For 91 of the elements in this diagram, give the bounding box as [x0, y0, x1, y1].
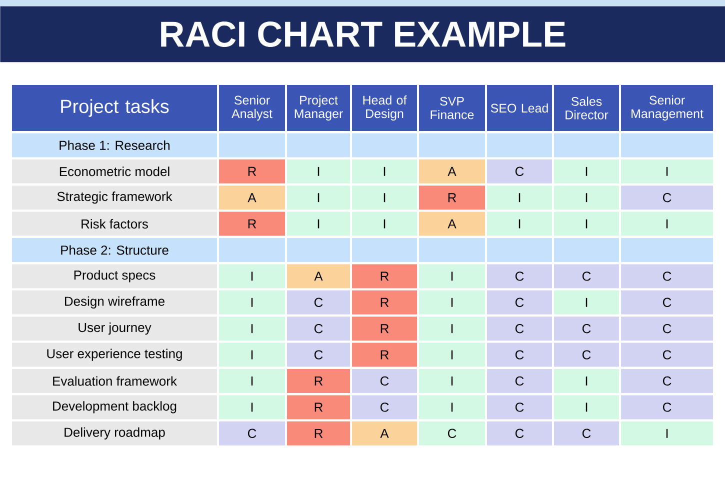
raci-cell: I: [621, 212, 713, 236]
raci-cell: R: [419, 186, 485, 210]
raci-cell: I: [219, 316, 285, 341]
raci-cell: C: [487, 369, 552, 393]
raci-cell: C: [487, 290, 552, 314]
task-cell: Econometric model: [12, 159, 217, 184]
raci-cell: I: [554, 369, 619, 393]
header-cell: Head of Design: [352, 85, 417, 131]
raci-cell: I: [219, 395, 285, 420]
task-cell: Evaluation framework: [12, 369, 217, 393]
raci-cell: C: [487, 264, 552, 288]
raci-cell: C: [487, 421, 552, 446]
raci-cell: R: [352, 342, 417, 367]
raci-cell: C: [554, 316, 619, 341]
raci-cell: C: [487, 316, 552, 341]
raci-cell: C: [621, 316, 713, 341]
raci-cell: R: [352, 264, 417, 288]
raci-cell: C: [287, 316, 350, 341]
raci-cell: C: [352, 369, 417, 393]
raci-cell: I: [621, 159, 713, 184]
raci-cell: I: [419, 264, 485, 288]
raci-cell: I: [554, 159, 619, 184]
task-cell: Development backlog: [12, 395, 217, 420]
raci-cell: R: [219, 159, 285, 184]
task-cell: User journey: [12, 316, 217, 341]
raci-cell: I: [219, 290, 285, 314]
header-cell: Senior Management: [621, 85, 713, 131]
raci-cell: I: [287, 186, 350, 210]
phase-cell: Phase 1: Research: [12, 133, 217, 158]
header-cell: Senior Analyst: [219, 85, 285, 131]
raci-cell: I: [219, 369, 285, 393]
header-cell: SVP Finance: [419, 85, 485, 131]
raci-cell: I: [554, 212, 619, 236]
raci-cell: C: [219, 421, 285, 446]
raci-cell: A: [287, 264, 350, 288]
raci-cell: R: [287, 395, 350, 420]
raci-cell: C: [621, 342, 713, 367]
raci-cell: I: [419, 290, 485, 314]
raci-cell: I: [287, 212, 350, 236]
raci-cell: C: [621, 395, 713, 420]
raci-cell: I: [352, 159, 417, 184]
raci-cell: C: [487, 395, 552, 420]
raci-cell: C: [554, 421, 619, 446]
raci-cell: C: [287, 290, 350, 314]
raci-cell: I: [554, 395, 619, 420]
raci-cell: C: [352, 395, 417, 420]
raci-cell: I: [621, 421, 713, 446]
raci-cell: C: [621, 186, 713, 210]
raci-cell: I: [419, 369, 485, 393]
raci-cell: A: [219, 186, 285, 210]
header-cell: Project tasks: [12, 85, 217, 131]
header-cell: Sales Director: [554, 85, 619, 131]
raci-cell: C: [487, 159, 552, 184]
task-cell: Strategic framework: [12, 186, 217, 210]
raci-cell: C: [554, 264, 619, 288]
raci-cell: I: [287, 159, 350, 184]
raci-cell: R: [287, 421, 350, 446]
header-cell: SEO Lead: [487, 85, 552, 131]
raci-cell: R: [287, 369, 350, 393]
phase-cell: Phase 2: Structure: [12, 238, 217, 262]
raci-cell: I: [419, 342, 485, 367]
task-cell: Delivery roadmap: [12, 421, 217, 446]
raci-cell: I: [219, 264, 285, 288]
raci-cell: C: [487, 342, 552, 367]
raci-cell: R: [352, 316, 417, 341]
raci-cell: R: [219, 212, 285, 236]
raci-cell: I: [419, 395, 485, 420]
raci-cell: I: [352, 212, 417, 236]
raci-cell: A: [419, 159, 485, 184]
raci-cell: C: [554, 342, 619, 367]
raci-cell: R: [352, 290, 417, 314]
raci-cell: I: [219, 342, 285, 367]
title-banner: RACI CHART EXAMPLE: [0, 6, 725, 62]
task-cell: User experience testing: [12, 342, 217, 367]
raci-cell: C: [287, 342, 350, 367]
raci-cell: C: [621, 290, 713, 314]
raci-cell: C: [419, 421, 485, 446]
raci-cell: C: [621, 369, 713, 393]
raci-cell: I: [352, 186, 417, 210]
task-cell: Risk factors: [12, 212, 217, 236]
raci-cell: I: [487, 186, 552, 210]
raci-cell: I: [554, 186, 619, 210]
raci-cell: I: [419, 316, 485, 341]
task-cell: Product specs: [12, 264, 217, 288]
raci-cell: I: [487, 212, 552, 236]
raci-cell: A: [419, 212, 485, 236]
raci-cell: C: [621, 264, 713, 288]
raci-cell: A: [352, 421, 417, 446]
raci-cell: I: [554, 290, 619, 314]
header-cell: Project Manager: [287, 85, 350, 131]
task-cell: Design wireframe: [12, 290, 217, 314]
